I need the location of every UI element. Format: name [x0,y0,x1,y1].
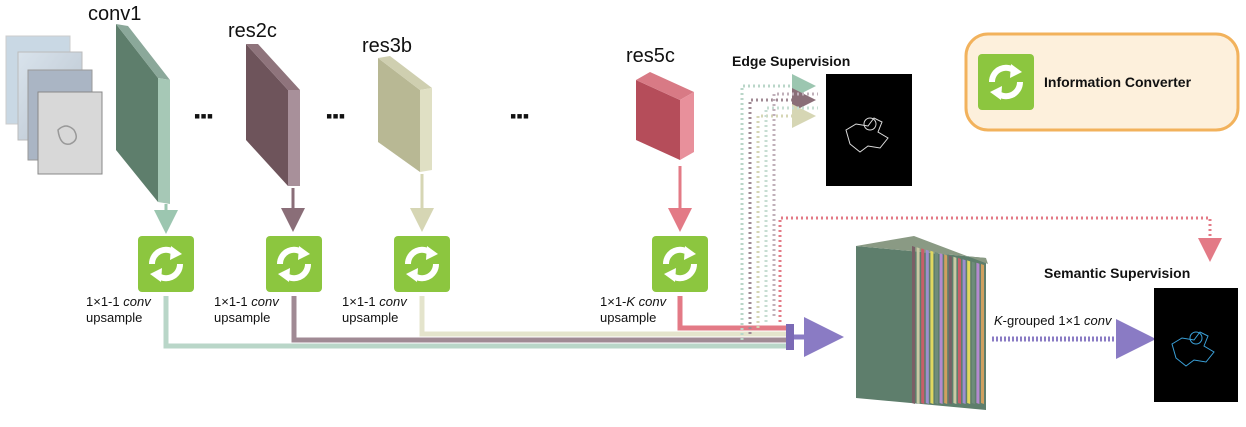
converter-1-caption: 1×1-1 conv [86,294,152,309]
feature-slice [930,250,934,404]
edge-supervision-lines [740,74,818,340]
feature-slice [916,247,920,404]
feature-merge-lines [163,296,844,357]
edge-map-image [826,74,912,186]
converter-1-icon [138,236,194,292]
feature-slice [953,256,957,404]
feature-slice [962,259,966,404]
feature-slice [948,255,952,404]
legend-box: Information Converter [964,32,1240,132]
res2c-label: res2c [228,20,277,42]
ellipsis-3: ▪▪▪ [510,106,529,126]
converter-2-icon [266,236,322,292]
semantic-supervision-label: Semantic Supervision [1044,265,1190,281]
legend-converter-icon [978,54,1034,110]
grouped-conv-caption: K-grouped 1×1 conv [994,313,1113,328]
converter-4-upsample: upsample [600,310,656,325]
conv1-block [116,24,170,204]
feature-slice [967,260,971,404]
feature-slice [939,253,943,404]
converter-3-icon [394,236,450,292]
feature-slice [925,249,929,404]
feature-slice [958,258,961,404]
feature-slice [981,264,984,404]
feature-slice [944,254,948,404]
ellipsis-1: ▪▪▪ [194,106,213,126]
ellipsis-2: ▪▪▪ [326,106,345,126]
semantic-supervision-line [778,216,1222,322]
feature-slice [921,248,925,404]
conv1-label: conv1 [88,3,141,25]
stacked-feature-maps [856,236,988,410]
converter-4-icon [652,236,708,292]
converter-4-caption: 1×1-K conv [600,294,668,309]
feature-slice [935,252,938,404]
input-image-stack [5,35,103,175]
converter-3-upsample: upsample [342,310,398,325]
res5c-block [636,72,694,160]
semantic-map-image [1154,288,1238,402]
res2c-block [246,44,300,186]
converter-2-upsample: upsample [214,310,270,325]
edge-supervision-label: Edge Supervision [732,53,850,69]
converter-1-upsample: upsample [86,310,142,325]
converter-2-caption: 1×1-1 conv [214,294,280,309]
feature-slice [976,262,980,404]
converter-3-caption: 1×1-1 conv [342,294,408,309]
legend-label: Information Converter [1044,74,1192,90]
res5c-label: res5c [626,45,675,67]
feature-slice [912,246,915,404]
feature-slice [971,261,975,404]
res3b-label: res3b [362,35,412,57]
res3b-block [378,56,432,172]
